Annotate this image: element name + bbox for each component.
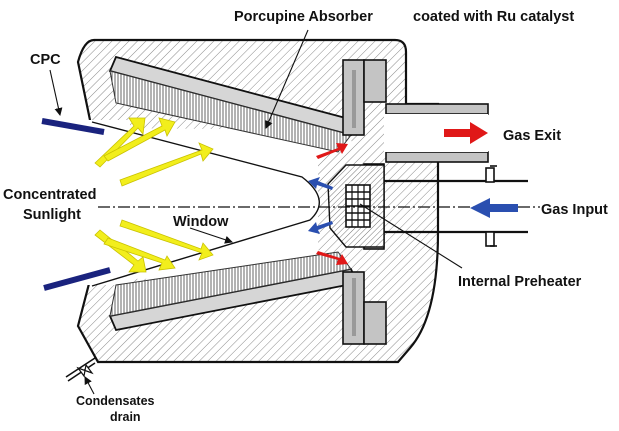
label-concentrated-sunlight-1: Concentrated xyxy=(3,187,96,203)
gas-flow-arrows-red xyxy=(316,143,348,265)
cpc-reflector-bottom xyxy=(43,267,111,291)
label-concentrated-sunlight-2: Sunlight xyxy=(23,207,81,223)
pointer-preheater xyxy=(359,203,463,269)
pointer-condensates xyxy=(84,376,95,395)
porcupine-absorber-top xyxy=(108,55,359,153)
label-condensates-2: drain xyxy=(110,410,141,424)
sunlight-arrow xyxy=(119,142,214,187)
quartz-window xyxy=(91,121,320,287)
cpc-reflector-top xyxy=(41,118,105,135)
sunlight-arrow xyxy=(119,219,214,261)
gas-outlet-flange-top xyxy=(342,59,387,136)
label-porcupine-absorber: Porcupine Absorber xyxy=(234,9,373,25)
internal-preheater xyxy=(345,184,371,228)
sunlight-arrows xyxy=(94,117,214,273)
label-cpc: CPC xyxy=(30,52,61,68)
sunlight-arrow xyxy=(103,237,176,271)
pointer-window xyxy=(189,227,233,244)
label-gas-input: Gas Input xyxy=(541,202,608,218)
pointer-porcupine xyxy=(265,29,309,129)
gas-outlet-flange-bottom xyxy=(342,271,387,345)
gas-exit-arrow xyxy=(444,122,488,144)
condensates-drain xyxy=(65,357,96,382)
gas-input-pipe xyxy=(384,165,528,247)
label-window: Window xyxy=(173,214,229,230)
pointer-cpc xyxy=(49,69,63,116)
gas-arrow-blue xyxy=(308,177,333,190)
porcupine-absorber-bottom xyxy=(108,251,359,332)
gas-input-arrow xyxy=(470,198,518,218)
gas-arrow-red xyxy=(316,143,348,159)
label-ru-catalyst: coated with Ru catalyst xyxy=(413,9,574,25)
sunlight-arrow xyxy=(103,117,176,162)
label-condensates-1: Condensates xyxy=(76,394,155,408)
gas-flow-arrows-blue xyxy=(308,177,333,234)
gas-arrow-blue xyxy=(308,221,333,234)
gas-arrow-red xyxy=(316,251,348,265)
label-internal-preheater: Internal Preheater xyxy=(458,274,582,290)
label-gas-exit: Gas Exit xyxy=(503,128,561,144)
reactor-cavity xyxy=(92,128,352,279)
